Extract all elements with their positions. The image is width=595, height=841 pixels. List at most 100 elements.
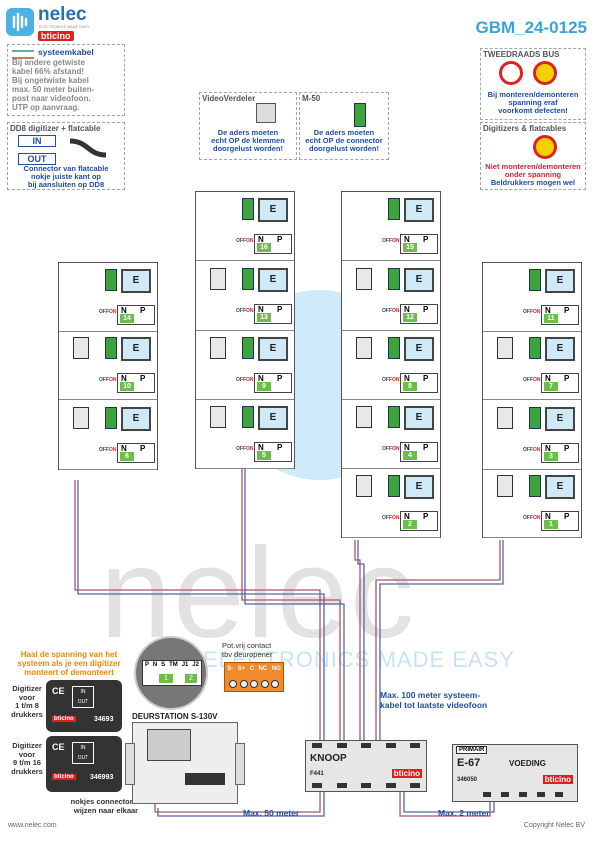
videofoon-monitor: E xyxy=(404,198,434,222)
keypad-label: J2 xyxy=(192,662,199,668)
off-on-switch: OFFON xyxy=(523,447,541,453)
digitizer-module xyxy=(210,268,226,290)
relay-label: S+ xyxy=(237,666,246,672)
no-plug-icon xyxy=(499,61,523,85)
m50-connector xyxy=(105,407,117,429)
logo-mark-icon xyxy=(6,8,34,36)
deurstation-bracket-left xyxy=(125,743,135,785)
max100-note: Max. 100 meter systeem-kabel tot laatste… xyxy=(380,690,488,710)
m50-connector xyxy=(242,198,254,220)
drukker-number: 3 xyxy=(544,452,558,461)
note-dd8: DD8 digitizer + flatcable IN OUT Connect… xyxy=(7,122,125,190)
digitizer-module xyxy=(356,406,372,428)
drukker-number: 12 xyxy=(403,313,417,322)
deurstation-terminal xyxy=(185,773,225,785)
digitizer-module xyxy=(497,475,513,497)
m50-connector xyxy=(242,268,254,290)
videofoon-monitor: E xyxy=(404,475,434,499)
digitizer-module xyxy=(73,337,89,359)
m50-connector xyxy=(242,337,254,359)
videofoon-monitor: E xyxy=(545,337,575,361)
videofoon-monitor: E xyxy=(258,268,288,292)
keypad-label: P xyxy=(144,662,149,668)
off-on-switch: OFFON xyxy=(236,377,254,383)
bticino-brand: bticino xyxy=(38,31,74,41)
tweedraads-text: Bij monteren/demonteren spanning eraf vo… xyxy=(487,90,579,115)
brand-name: nelec xyxy=(38,4,87,25)
videofoon-monitor: E xyxy=(121,407,151,431)
note-videoverdeler: VideoVerdeler De aders moeten echt OP de… xyxy=(199,92,297,160)
dd8-in-label: IN xyxy=(18,135,56,147)
note-tweedraads: TWEEDRAADS BUS Bij monteren/demonteren s… xyxy=(480,48,586,120)
drukker-number: 16 xyxy=(257,243,271,252)
keypad-label: N xyxy=(152,662,158,668)
m50-connector xyxy=(388,406,400,428)
m50-text: De aders moeten echt OP de connector doo… xyxy=(305,128,383,153)
relay-label: C xyxy=(249,666,255,672)
deurstation-label: DEURSTATION S-130V xyxy=(132,712,218,721)
knoop-code: F441 xyxy=(310,771,324,777)
off-on-switch: OFFON xyxy=(99,447,117,453)
knoop-bottom-terminals xyxy=(312,783,420,789)
cable-icon xyxy=(12,50,34,59)
no-power-icon xyxy=(533,61,557,85)
videofoon-monitor: E xyxy=(545,475,575,499)
voeding-code: 346050 xyxy=(457,777,478,783)
off-on-switch: OFFON xyxy=(382,238,400,244)
m50-connector xyxy=(388,268,400,290)
videofoon-monitor: E xyxy=(404,337,434,361)
off-on-switch: OFFON xyxy=(382,515,400,521)
deurstation-device xyxy=(125,722,245,804)
max50-note: Max. 50 meter xyxy=(243,808,300,818)
haal-spanning-warning: Haal de spanning van het systeem als je … xyxy=(17,650,121,677)
keypad-label: S xyxy=(161,662,166,668)
digitizers-title: Digitizers & flatcables xyxy=(483,124,567,133)
max2-note: Max. 2 meter xyxy=(438,808,490,818)
videofoon-monitor: E xyxy=(404,268,434,292)
drukker-number: 10 xyxy=(120,382,134,391)
off-on-switch: OFFON xyxy=(236,238,254,244)
digitizer1-bticino: bticino xyxy=(52,716,76,722)
videofoon-monitor: E xyxy=(545,269,575,293)
videofoon-monitor: E xyxy=(121,337,151,361)
off-on-switch: OFFON xyxy=(99,309,117,315)
m50-connector xyxy=(529,269,541,291)
off-on-switch: OFFON xyxy=(236,308,254,314)
drukker-number: 4 xyxy=(403,451,417,460)
m50-connector xyxy=(388,337,400,359)
relay-label: S- xyxy=(227,666,234,672)
digitizer-module xyxy=(210,406,226,428)
systeemkabel-text: Bij andere getwiste kabel 66% afstand! B… xyxy=(12,58,95,112)
voeding-device: PRIMAIR E-67 VOEDING 346050 bticino xyxy=(452,744,578,802)
doc-code: GBM_24-0125 xyxy=(475,18,587,37)
digitizers-text: Niet monteren/demonteren onder spanning … xyxy=(485,162,581,187)
no-flatcable-icon xyxy=(533,135,557,159)
knoop-top-terminals xyxy=(312,743,420,749)
drukker-number: 8 xyxy=(403,382,417,391)
off-on-switch: OFFON xyxy=(382,377,400,383)
digitizer-module xyxy=(497,337,513,359)
relay-label: NO xyxy=(271,666,281,672)
